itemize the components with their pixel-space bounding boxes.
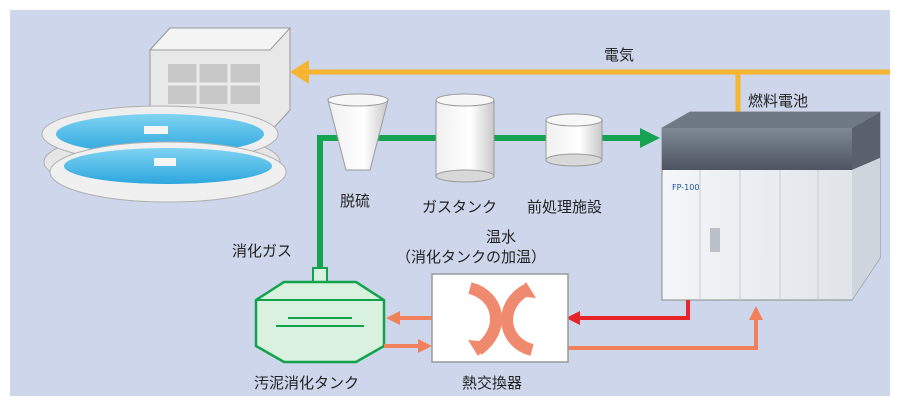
- tank-heating-return-arrowhead: [386, 311, 400, 325]
- treatment-plant-icon: [41, 27, 292, 203]
- label-desulfurization: 脱硫: [340, 192, 370, 210]
- hot-water-return-arrowhead: [566, 311, 580, 325]
- fuel-cell-unit-icon: FP-100: [661, 111, 881, 301]
- gas-line: [317, 135, 645, 272]
- label-gas-tank: ガスタンク: [422, 198, 497, 216]
- cooling-water-line: [568, 316, 758, 350]
- label-hot-water-purpose: （消化タンクの加温）: [396, 248, 546, 266]
- fuel-cell-model-label: FP-100: [672, 183, 699, 192]
- label-fuel-cell: 燃料電池: [748, 92, 808, 110]
- pretreatment-tank-icon: [545, 113, 603, 167]
- label-pretreatment: 前処理施設: [527, 198, 602, 216]
- label-digestion-gas: 消化ガス: [232, 242, 292, 260]
- tank-heating-feed-arrowhead: [418, 339, 432, 353]
- heat-exchanger-icon: [431, 273, 569, 363]
- label-sludge-digestion-tank: 汚泥消化タンク: [254, 374, 359, 392]
- gas-line-arrowhead: [640, 128, 660, 148]
- cooling-water-arrowhead: [749, 306, 763, 320]
- gas-tank-icon: [435, 93, 495, 183]
- hot-water-return-line: [575, 300, 690, 320]
- label-hot-water: 温水: [486, 228, 516, 246]
- label-electricity: 電気: [604, 46, 634, 64]
- desulfurizer-icon: [327, 93, 389, 171]
- label-heat-exchanger: 熱交換器: [462, 374, 522, 392]
